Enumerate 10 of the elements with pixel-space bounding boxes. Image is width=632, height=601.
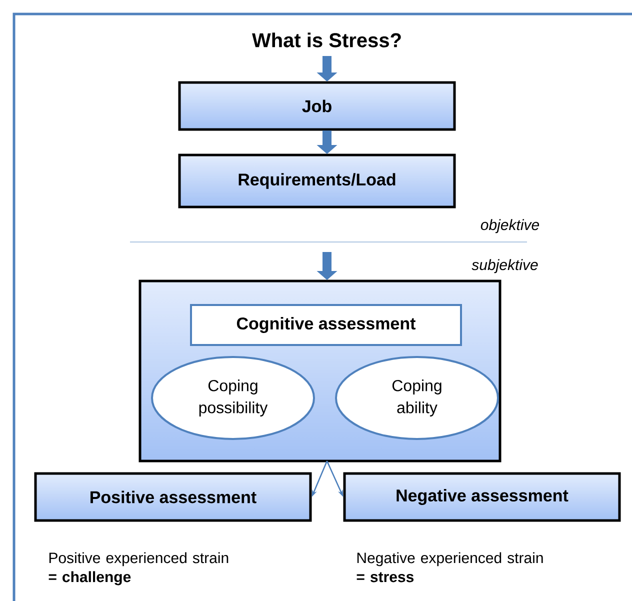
side-label: objektive [480, 219, 540, 234]
note-text: Positive experienced strain = challenge [48, 552, 228, 586]
process-box: Cognitive assessment [190, 304, 462, 346]
process-box: Job [178, 81, 456, 131]
process-box: Requirements/Load [178, 154, 456, 208]
process-box: Positive assessment [34, 472, 312, 522]
side-label: subjektive [472, 259, 538, 274]
process-box: Negative assessment [343, 472, 621, 522]
note-text: Negative experienced strain = stress [356, 552, 543, 582]
title: What is Stress? [252, 32, 401, 48]
